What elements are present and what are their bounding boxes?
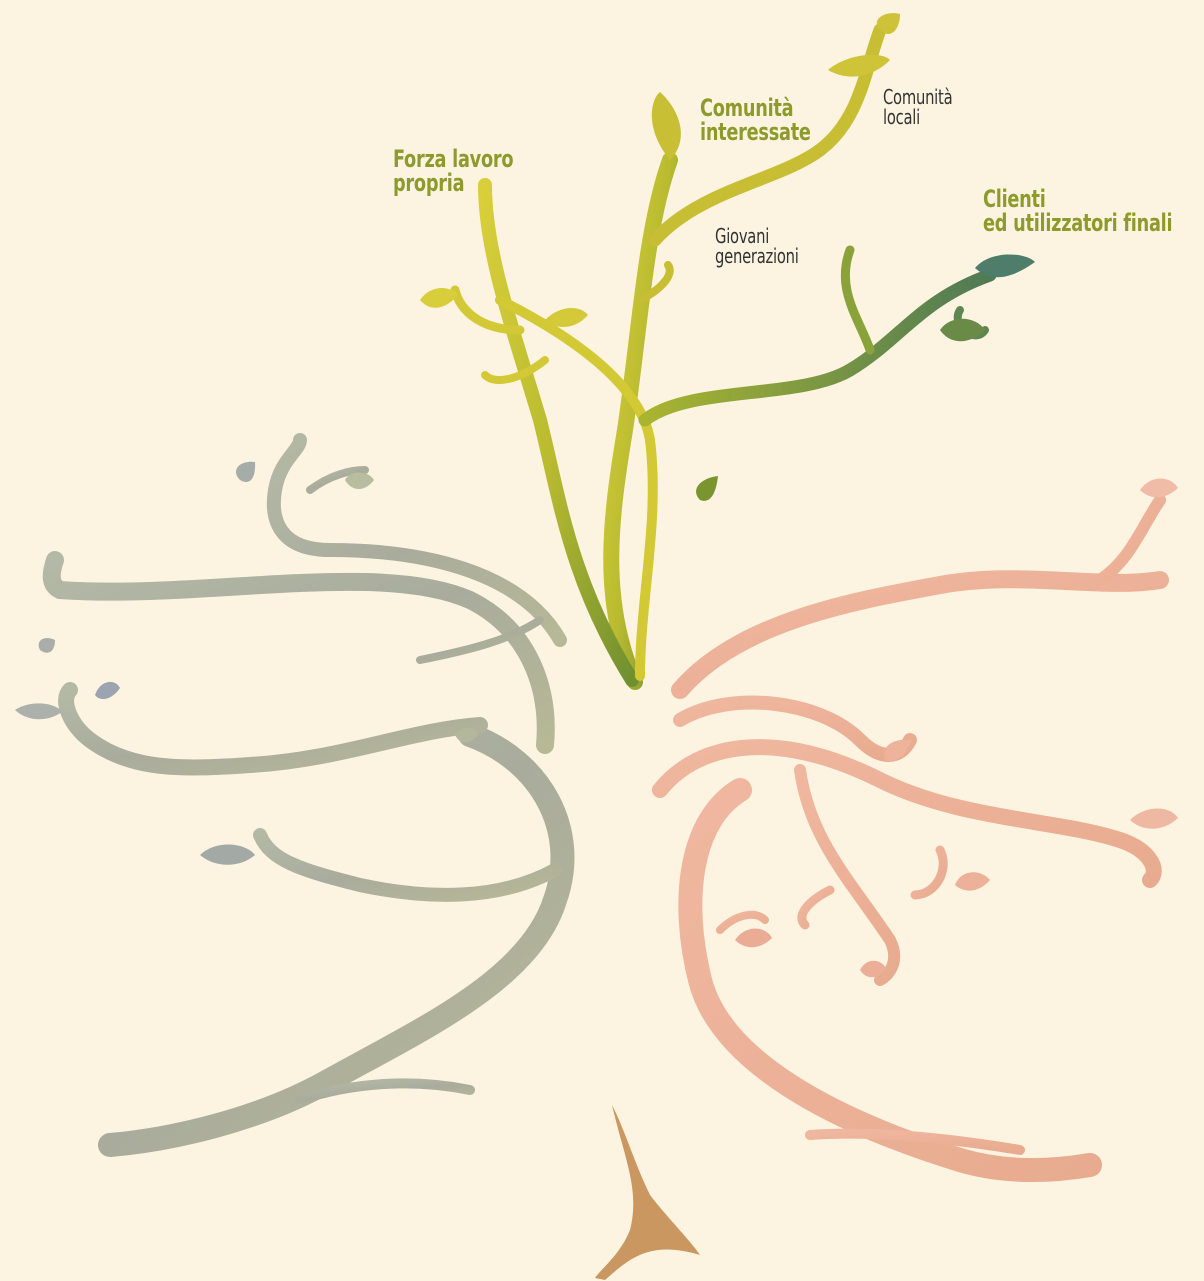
leaf-right-5 [735, 928, 772, 947]
left-branch-2 [66, 690, 480, 767]
leaf-left-4 [15, 703, 62, 719]
right-curl-1 [802, 890, 830, 925]
left-leaves [15, 462, 478, 865]
leaf-left-7 [39, 638, 55, 653]
left-crown [52, 440, 563, 1145]
branch-clienti-curl [845, 250, 870, 350]
leaf-top-5 [696, 476, 718, 501]
label-forza-lavoro-line2: propria [393, 171, 513, 195]
label-comunita-locali-line2: locali [883, 107, 952, 127]
label-giovani-generazioni: Giovani generazioni [715, 226, 799, 266]
leaf-top-4 [975, 254, 1035, 277]
leaf-top-7 [545, 308, 588, 327]
left-branch-4 [260, 835, 555, 895]
label-clienti-line1: Clienti [983, 187, 1172, 211]
label-clienti-line2: ed utilizzatori finali [983, 211, 1172, 235]
right-leaves [735, 478, 1178, 977]
label-comunita-interessate-line2: interessate [700, 120, 811, 144]
root [595, 1105, 700, 1280]
leaf-top-3 [828, 55, 890, 77]
leaf-left-5 [200, 844, 255, 864]
label-forza-lavoro-line1: Forza lavoro [393, 147, 513, 171]
right-branch-2 [660, 747, 1154, 880]
right-crown [660, 500, 1160, 1170]
label-comunita-locali: Comunità locali [883, 87, 952, 127]
label-giovani-generazioni-line1: Giovani [715, 226, 799, 246]
label-comunita-locali-line1: Comunità [883, 87, 952, 107]
leaf-left-1 [236, 462, 255, 482]
left-trunk [110, 735, 562, 1145]
label-comunita-interessate: Comunità interessate [700, 96, 811, 144]
leaf-top-1 [652, 92, 681, 160]
label-clienti: Clienti ed utilizzatori finali [983, 187, 1172, 235]
leaf-right-3 [1130, 808, 1178, 828]
curl-left-2 [485, 360, 545, 380]
right-branch-5 [1100, 500, 1160, 580]
right-branch-1 [680, 579, 1160, 690]
right-curl-2 [720, 915, 765, 930]
leaf-right-2 [1140, 478, 1178, 497]
right-curl-3 [915, 850, 943, 895]
leaf-right-4 [955, 872, 990, 890]
leaf-top-6 [420, 288, 458, 308]
right-branch-4 [800, 770, 894, 980]
label-giovani-generazioni-line2: generazioni [715, 246, 799, 266]
leaf-left-3 [95, 682, 120, 699]
left-branch-3 [274, 440, 560, 640]
label-forza-lavoro: Forza lavoro propria [393, 147, 513, 195]
branch-clienti [645, 275, 990, 420]
label-comunita-interessate-line1: Comunità [700, 96, 811, 120]
root-stroke [595, 1105, 700, 1280]
left-branch-1 [52, 560, 546, 745]
